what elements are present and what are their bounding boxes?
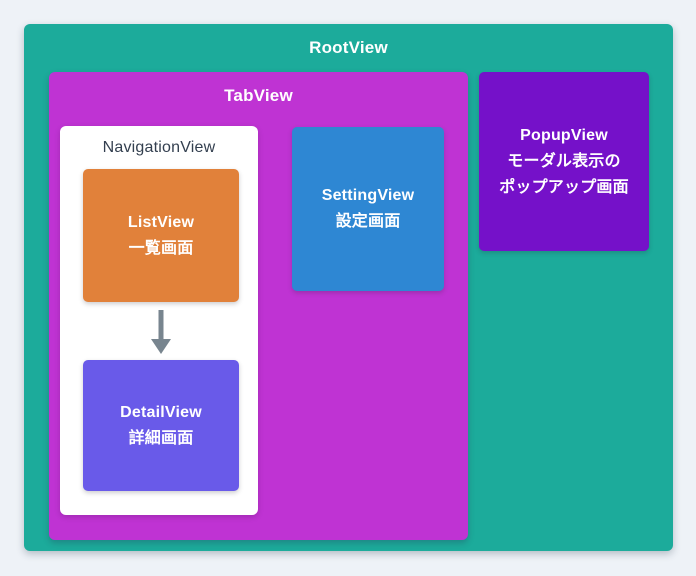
navigationview-box: NavigationView ListView 一覧画面 DetailView … (60, 126, 258, 515)
down-arrow-icon (151, 310, 171, 354)
tabview-label: TabView (224, 86, 293, 105)
popupview-subtitle-line2: ポップアップ画面 (499, 178, 629, 196)
rootview-label: RootView (309, 38, 388, 57)
settingview-subtitle: 設定画面 (335, 213, 401, 230)
rootview-box: RootView TabView NavigationView ListView… (24, 24, 673, 551)
listview-box: ListView 一覧画面 (83, 169, 239, 302)
detailview-box: DetailView 詳細画面 (83, 360, 239, 491)
navigationview-label: NavigationView (102, 139, 216, 156)
detailview-title: DetailView (120, 403, 202, 421)
popupview-title: PopupView (520, 126, 608, 144)
popupview-box: PopupView モーダル表示の ポップアップ画面 (479, 72, 649, 251)
listview-subtitle: 一覧画面 (128, 239, 194, 257)
settingview-title: SettingView (321, 187, 415, 204)
detailview-subtitle: 詳細画面 (128, 429, 194, 447)
tabview-box: TabView NavigationView ListView 一覧画面 Det… (49, 72, 468, 540)
popupview-subtitle-line1: モーダル表示の (507, 152, 621, 170)
listview-title: ListView (127, 213, 195, 231)
settingview-box: SettingView 設定画面 (292, 127, 444, 291)
